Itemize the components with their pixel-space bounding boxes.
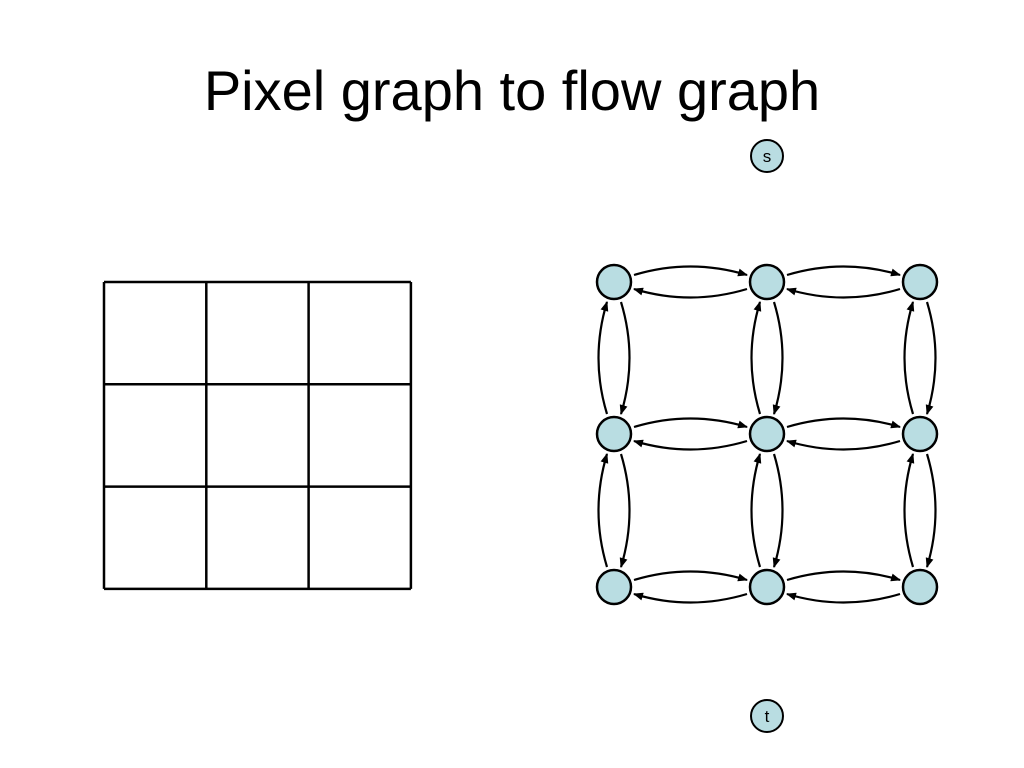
flow-edge-arrow xyxy=(597,301,609,415)
flow-edge-arrow xyxy=(786,570,901,582)
flow-graph-nodes xyxy=(595,263,939,606)
flow-graph-node xyxy=(595,568,633,606)
flow-graph-node xyxy=(748,415,786,453)
flow-edge-arrow xyxy=(786,592,901,604)
flow-edge-arrow xyxy=(786,265,901,277)
flow-edge-arrow xyxy=(633,287,748,299)
flow-edge-arrow xyxy=(633,439,748,451)
flow-edge-arrow xyxy=(633,570,748,582)
flow-edge-arrow xyxy=(925,301,937,415)
slide-title: Pixel graph to flow graph xyxy=(203,59,821,122)
source-node-label: s xyxy=(763,147,772,166)
flow-edge-arrow xyxy=(633,592,748,604)
flow-graph-node xyxy=(595,415,633,453)
sink-node-label: t xyxy=(765,707,770,726)
flow-edge-arrow xyxy=(903,301,915,415)
source-node: s xyxy=(750,139,784,173)
flow-edge-arrow xyxy=(619,301,631,415)
flow-edge-arrow xyxy=(597,453,609,568)
flow-edge-arrow xyxy=(772,301,784,415)
sink-node: t xyxy=(750,699,784,733)
flow-edge-arrow xyxy=(786,439,901,451)
flow-graph-node xyxy=(595,263,633,301)
flow-graph-edges xyxy=(597,265,937,604)
flow-edge-arrow xyxy=(786,417,901,429)
pixel-grid xyxy=(102,280,413,591)
flow-edge-arrow xyxy=(633,417,748,429)
flow-edge-arrow xyxy=(750,301,762,415)
flow-edge-arrow xyxy=(633,265,748,277)
flow-edge-arrow xyxy=(619,453,631,568)
flow-edge-arrow xyxy=(786,287,901,299)
flow-edge-arrow xyxy=(925,453,937,568)
flow-edge-arrow xyxy=(903,453,915,568)
flow-graph-node xyxy=(901,263,939,301)
flow-graph-node xyxy=(901,415,939,453)
flow-edge-arrow xyxy=(772,453,784,568)
flow-edge-arrow xyxy=(750,453,762,568)
flow-graph-node xyxy=(748,263,786,301)
flow-graph-node xyxy=(748,568,786,606)
flow-graph-node xyxy=(901,568,939,606)
